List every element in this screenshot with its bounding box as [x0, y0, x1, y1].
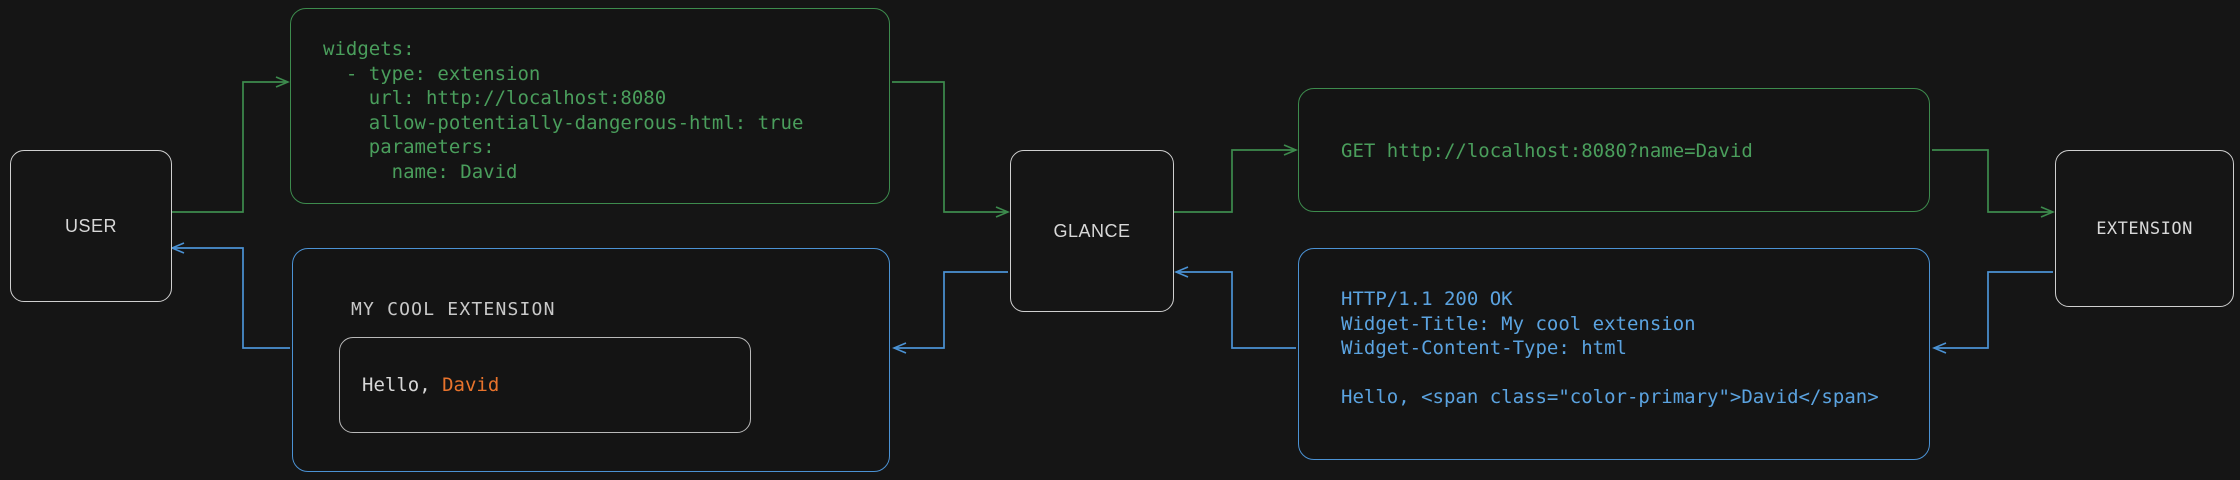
widget-greeting-prefix: Hello,	[362, 374, 443, 396]
edge-widget-to-user	[172, 248, 290, 349]
edge-request-to-extension	[1932, 149, 2053, 212]
edge-config-to-glance	[892, 81, 1008, 212]
edge-user-to-config	[170, 82, 288, 213]
node-extension[interactable]: EXTENSION	[2055, 150, 2234, 307]
widget-greeting-accent: David	[442, 374, 500, 396]
panel-rendered-widget[interactable]: MY COOL EXTENSION Hello, David	[292, 248, 890, 472]
node-user-label: USER	[64, 215, 117, 236]
node-user[interactable]: USER	[10, 150, 172, 302]
config-yaml-text: widgets: - type: extension url: http://l…	[323, 38, 804, 183]
edge-glance-to-request	[1174, 150, 1296, 213]
widget-content-box: Hello, David	[339, 337, 751, 433]
widget-greeting: Hello, David	[340, 374, 499, 396]
http-response-text: HTTP/1.1 200 OK Widget-Title: My cool ex…	[1341, 288, 1879, 408]
panel-config[interactable]: widgets: - type: extension url: http://l…	[290, 8, 890, 204]
node-glance[interactable]: GLANCE	[1010, 150, 1174, 312]
edge-extension-to-response	[1934, 271, 2053, 348]
node-extension-label: EXTENSION	[2096, 218, 2193, 239]
panel-http-request[interactable]: GET http://localhost:8080?name=David	[1298, 88, 1930, 212]
edge-glance-to-widget	[894, 271, 1008, 348]
widget-title: MY COOL EXTENSION	[351, 299, 556, 320]
panel-http-response[interactable]: HTTP/1.1 200 OK Widget-Title: My cool ex…	[1298, 248, 1930, 460]
http-request-text: GET http://localhost:8080?name=David	[1341, 140, 1753, 162]
node-glance-label: GLANCE	[1053, 220, 1131, 241]
edge-response-to-glance	[1176, 272, 1296, 349]
